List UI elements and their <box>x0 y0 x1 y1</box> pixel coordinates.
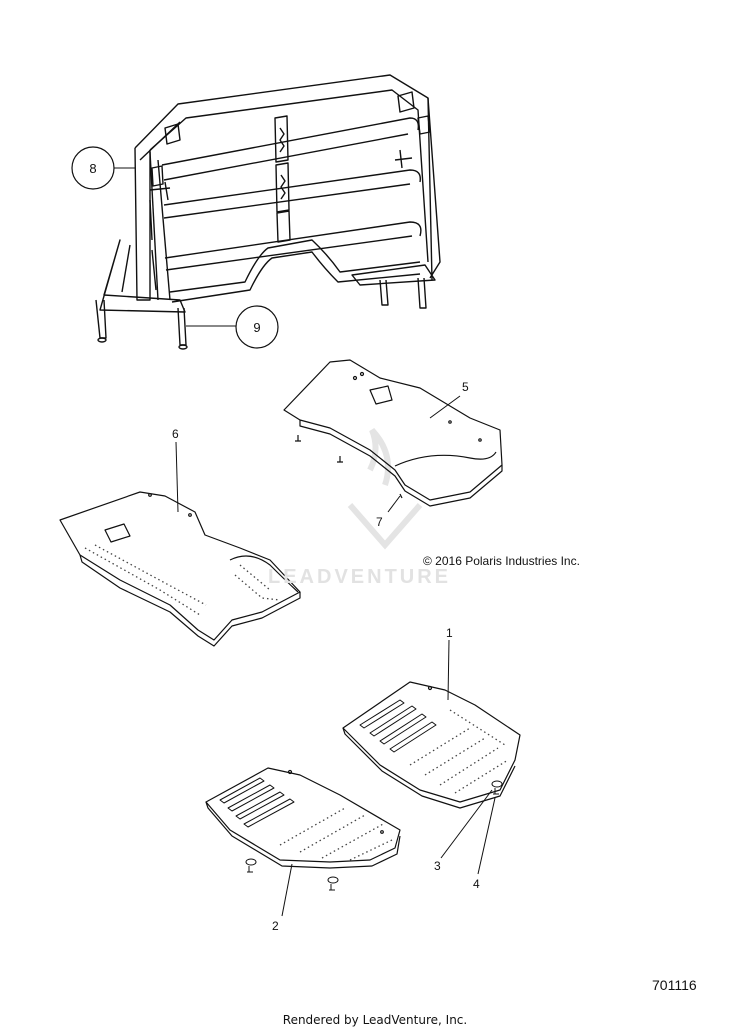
floor-panel-5[interactable] <box>283 359 503 507</box>
leader-3: 3 <box>434 789 493 873</box>
floor-panel-6[interactable] <box>59 491 301 647</box>
callout-label-8: 8 <box>89 161 96 176</box>
footer-credit: Rendered by LeadVenture, Inc. <box>282 1013 468 1027</box>
callout-label-1: 1 <box>446 626 453 640</box>
watermark-logo <box>347 427 423 550</box>
callout-label-7: 7 <box>376 515 383 529</box>
copyright-notice: © 2016 Polaris Industries Inc. <box>423 554 580 568</box>
rear-rack-assembly[interactable] <box>95 74 441 350</box>
leader-7: 7 <box>376 495 401 529</box>
leader-1: 1 <box>446 626 453 701</box>
callout-label-5: 5 <box>462 380 469 394</box>
skid-plate-2[interactable] <box>205 767 401 869</box>
callout-label-4: 4 <box>473 877 480 891</box>
watermark-text: LEADVENTURE <box>268 566 452 588</box>
fasteners[interactable] <box>245 780 503 891</box>
callout-label-9: 9 <box>253 320 260 335</box>
callout-9: 9 <box>186 305 279 349</box>
skid-plate-1[interactable] <box>342 681 521 809</box>
callout-8: 8 <box>71 146 135 190</box>
callout-label-6: 6 <box>172 427 179 441</box>
leader-6: 6 <box>172 427 179 513</box>
document-number: 701116 <box>652 977 697 993</box>
callout-label-3: 3 <box>434 859 441 873</box>
leader-4: 4 <box>473 797 496 891</box>
callout-label-2: 2 <box>272 919 279 933</box>
leader-2: 2 <box>272 863 293 933</box>
leader-5: 5 <box>429 380 469 419</box>
